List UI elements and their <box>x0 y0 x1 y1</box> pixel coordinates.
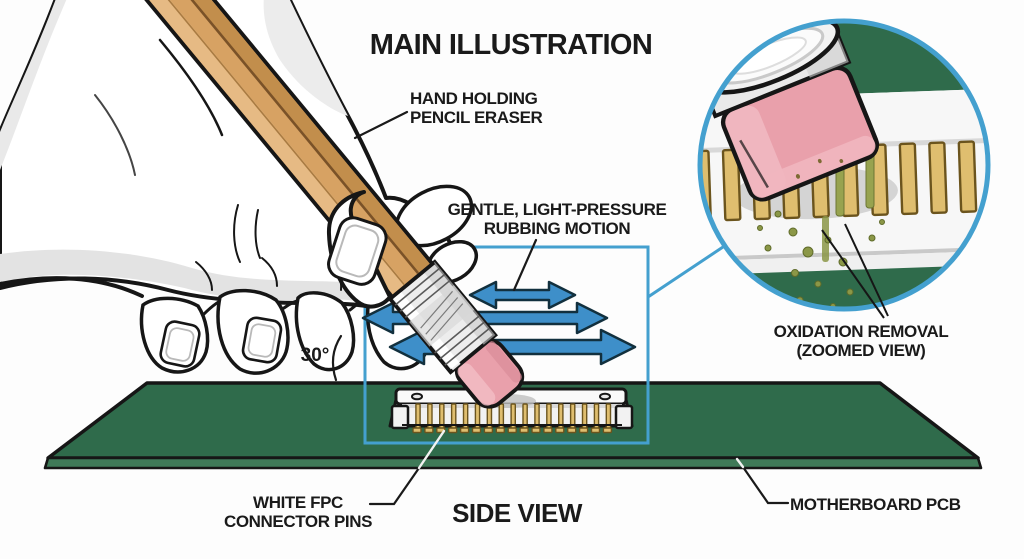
connector-pin <box>495 427 505 434</box>
hand-crease <box>195 261 213 291</box>
wrist-shading <box>0 0 67 170</box>
zoom-label-line1: OXIDATION REMOVAL <box>774 322 949 341</box>
pcb-label: MOTHERBOARD PCB <box>790 495 961 514</box>
hand-label-line2: PENCIL ERASER <box>410 108 543 127</box>
angle-arc <box>331 334 343 382</box>
connector-pin <box>543 427 553 434</box>
zoom-label-line2: (ZOOMED VIEW) <box>797 341 926 360</box>
hand-crease <box>254 209 261 259</box>
motion-label-leader <box>512 238 538 292</box>
connector-pin <box>450 403 457 431</box>
connector-pin <box>462 403 469 431</box>
connector-pin <box>590 427 601 434</box>
hand-crease <box>261 257 278 287</box>
connector-pin <box>483 427 494 434</box>
connector-hole-right <box>599 392 611 401</box>
rubbing-arrow-small <box>468 280 577 310</box>
connector-hole-left <box>411 392 423 401</box>
fingernail <box>159 320 201 368</box>
connector-pin <box>427 403 433 431</box>
hand-label-leader <box>353 110 409 140</box>
connector-pin <box>534 403 540 431</box>
connector-pin <box>546 403 552 431</box>
callout-rect <box>363 245 650 445</box>
connector-pin <box>558 403 564 431</box>
connector-pins <box>412 403 613 434</box>
fpc-connector <box>388 387 634 434</box>
connector-pin <box>459 427 470 434</box>
connector-pin <box>522 403 528 431</box>
connector-pin <box>507 427 517 434</box>
connector-foot-left <box>390 404 410 430</box>
pencil-wood-body <box>32 0 436 300</box>
fingernail <box>241 316 283 364</box>
fingertip <box>294 291 356 372</box>
hand-top-shading <box>263 0 348 116</box>
pcb-edge-strip <box>43 456 983 470</box>
connector-pin <box>567 427 577 434</box>
angle-label: 30° <box>301 345 330 366</box>
connector-pin <box>555 427 565 434</box>
connector-pin <box>424 427 434 434</box>
thumb <box>326 190 392 309</box>
oxidation-leader-lines <box>821 223 889 319</box>
hand-crease <box>233 204 241 263</box>
connector-pin <box>498 403 505 431</box>
connector-pin <box>412 427 422 434</box>
connector-pin <box>578 427 589 434</box>
page-title: MAIN ILLUSTRATION <box>370 29 652 61</box>
hand-label-line1: HAND HOLDING <box>410 89 538 108</box>
pencil-eraser <box>454 338 525 409</box>
hand-crease <box>158 38 224 137</box>
zoom-circle-border <box>697 18 991 312</box>
connector-pin <box>471 427 482 434</box>
side-view-label: SIDE VIEW <box>452 498 583 528</box>
connector-label-line1: WHITE FPC <box>253 493 343 512</box>
connector-pin <box>448 427 458 434</box>
hand-crease <box>94 94 136 176</box>
connector-foot-right <box>614 404 634 430</box>
thumbnail <box>327 216 388 286</box>
connector-pin <box>581 403 588 431</box>
motion-label-line1: GENTLE, LIGHT-PRESSURE <box>448 200 667 219</box>
connector-pin <box>519 427 529 434</box>
connector-pin <box>898 142 919 216</box>
pencil <box>32 0 525 409</box>
connector-pin <box>531 427 541 434</box>
motion-label-line2: RUBBING MOTION <box>484 219 631 238</box>
pcb-label-leader <box>741 465 790 505</box>
connector-label-line2: CONNECTOR PINS <box>224 512 372 531</box>
connector-pin <box>721 148 742 222</box>
palm-contour <box>0 276 144 298</box>
fpc-label-leader <box>368 466 421 506</box>
connector-pin <box>510 403 517 431</box>
callout-connector-line <box>647 245 724 299</box>
fpc-label-leader-on-pcb <box>417 429 446 470</box>
connector-pin <box>605 403 612 431</box>
connector-pin <box>957 140 978 214</box>
connector-pin <box>928 141 948 215</box>
connector-pin <box>602 427 613 434</box>
connector-pin <box>439 403 445 431</box>
connector-pin <box>569 403 576 431</box>
connector-pin <box>593 403 600 431</box>
connector-pin <box>415 403 421 431</box>
connector-pin <box>474 403 481 431</box>
rubbing-arrow-medium <box>361 301 609 335</box>
pcb-label-leader-on-pcb <box>735 457 745 469</box>
